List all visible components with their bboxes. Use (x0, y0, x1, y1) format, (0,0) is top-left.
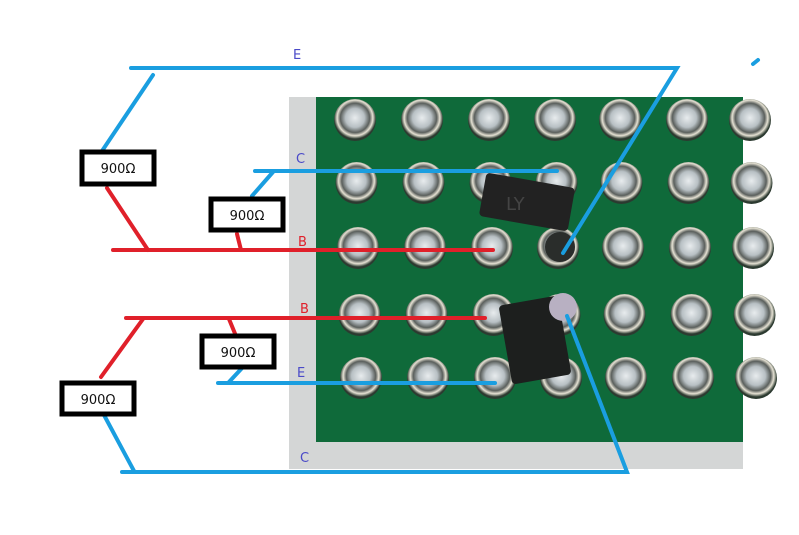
bottom-collector-wire (120, 314, 630, 474)
label-top-emitter: E (293, 48, 301, 63)
pcb-pad (335, 162, 378, 204)
pcb-pad (667, 162, 710, 204)
pcb-pad (603, 294, 646, 336)
pcb-pad (605, 357, 647, 399)
pcb-pad (402, 162, 445, 204)
pcb-pad (468, 99, 510, 141)
pcb-pad (735, 357, 777, 399)
resistor-3-value: 900Ω (221, 346, 256, 361)
resistor-4-value: 900Ω (81, 393, 116, 408)
pcb-pad (401, 99, 443, 141)
pcb-pad (670, 294, 713, 336)
pcb-pad (340, 357, 382, 399)
pcb-pad (599, 99, 641, 141)
blue-wires (100, 58, 760, 474)
red-wires (99, 186, 495, 379)
bottom-base-resistor-lead-2 (227, 317, 238, 338)
top-collector-resistor-lead (250, 170, 275, 198)
transistor-bottom (499, 296, 571, 384)
label-bottom-emitter: E (297, 366, 305, 381)
pcb-pad (534, 99, 576, 141)
pcb-pad (732, 227, 774, 269)
pcb-pad (334, 99, 376, 141)
pcb-pad (666, 99, 708, 141)
resistor-3: 900Ω (199, 333, 277, 370)
pcb-pad (602, 227, 644, 269)
resistor-1: 900Ω (79, 149, 157, 187)
solder-blob (545, 232, 575, 262)
resistor-2: 900Ω (208, 196, 286, 233)
resistor-1-value: 900Ω (101, 162, 136, 177)
solder-pad-collector (549, 293, 577, 321)
pcb-pad (338, 294, 381, 336)
label-bottom-collector: C (300, 451, 309, 466)
transistor-top (479, 173, 575, 231)
top-emitter-resistor-lead (100, 73, 155, 153)
pcb-pad (405, 294, 448, 336)
label-top-base: B (298, 235, 307, 250)
resistor-2-value: 900Ω (230, 209, 265, 224)
label-top-collector: C (296, 152, 305, 167)
top-base-resistor-lead-2 (235, 232, 243, 252)
pcb-pad (729, 99, 771, 141)
label-bottom-base: B (300, 302, 309, 317)
pcb-photo: LY (289, 97, 777, 469)
pcb-pad (730, 162, 773, 204)
pcb-pad (672, 357, 714, 399)
resistor-4: 900Ω (59, 380, 137, 417)
component-marking: LY (506, 194, 526, 215)
pcb-pad (733, 294, 776, 336)
bottom-base-resistor-lead-1 (99, 317, 145, 379)
pcb-pad (407, 357, 449, 399)
bottom-collector-resistor-lead (102, 413, 136, 473)
top-base-resistor-lead-1 (105, 186, 150, 252)
stray-mark (751, 58, 760, 66)
top-emitter-wire (129, 66, 681, 255)
pcb-pad (474, 357, 516, 399)
pcb-pad (669, 227, 711, 269)
